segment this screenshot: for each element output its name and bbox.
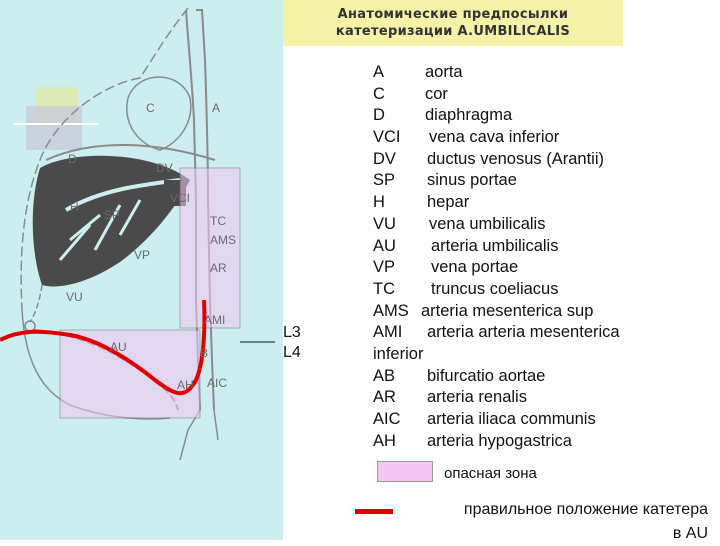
catheter-key-line [355, 509, 393, 514]
label-vu: VU [66, 290, 83, 304]
legend-term: arteria mesenterica sup [421, 301, 594, 320]
legend-term: vena cava inferior [429, 128, 560, 147]
legend-term-continuation: inferior [373, 345, 424, 364]
label-c: C [146, 101, 155, 115]
iliac-branch-right [213, 409, 219, 441]
vessel-branch-1 [69, 213, 101, 242]
legend-term: arteria renalis [427, 388, 527, 407]
legend-term: vena portae [431, 258, 519, 277]
label-ah: AH [177, 378, 194, 392]
umbilicus [24, 320, 36, 332]
catheter-key-line-2: в AU [672, 525, 708, 542]
diaphragm-line [45, 144, 216, 161]
legend-term: bifurcatio aortae [427, 366, 546, 385]
label-aic: AIC [207, 376, 227, 390]
level-l3: L3 [283, 324, 301, 341]
vessel-branch-4 [118, 199, 142, 236]
label-dv: DV [156, 161, 173, 175]
legend-term: aorta [425, 63, 463, 81]
vessel-branch-3 [58, 224, 92, 261]
label-ams: AMS [210, 233, 236, 247]
title-line-1: Анатомические предпосылки [337, 7, 569, 22]
legend-term: arteria iliaca communis [427, 410, 596, 428]
anatomy-diagram: C A D DV H VCI SP TC AMS VP AR VU AMI AU… [0, 7, 275, 461]
legend-abbr: SP [373, 171, 396, 190]
label-vci: VCI [170, 191, 190, 205]
legend-term: hepar [427, 193, 470, 212]
label-ami: AMI [204, 313, 225, 327]
danger-zone-label: опасная зона [444, 465, 537, 482]
danger-zone-lower [59, 329, 201, 419]
body-outline-upper [20, 7, 189, 311]
level-l4: L4 [283, 344, 301, 361]
label-tc: TC [210, 214, 226, 228]
danger-zone-swatch [377, 461, 433, 482]
legend-term: sinus portae [427, 171, 517, 190]
legend-term: truncus coeliacus [431, 279, 559, 298]
legend-abbr: C [373, 84, 385, 103]
catheter-key-label: правильное положение катетера в AU [388, 498, 708, 546]
legend-abbr: DV [373, 149, 396, 168]
legend-term: cor [425, 84, 448, 103]
label-sp: SP [104, 208, 120, 222]
legend-term: vena umbilicalis [429, 214, 546, 233]
legend-abbr: AMS [373, 301, 409, 320]
legend-abbr: VP [373, 258, 396, 277]
title-line-2: катетеризации A.UMBILICALIS [335, 24, 571, 39]
legend-abbr: AH [373, 431, 396, 450]
legend-abbr: D [373, 106, 385, 125]
legend-term: arteria hypogastrica [427, 431, 572, 450]
legend-term: arteria arteria mesenterica [427, 323, 620, 342]
label-d: D [68, 152, 77, 166]
legend-abbr: TC [373, 279, 395, 298]
legend-abbr: AR [373, 388, 396, 407]
label-h: H [70, 200, 79, 214]
vertebral-levels: L3 L4 [283, 323, 301, 363]
label-au: AU [110, 340, 127, 354]
label-a: A [212, 101, 220, 115]
legend-term: ductus venosus (Arantii) [427, 149, 604, 168]
legend-term: arteria umbilicalis [431, 236, 559, 255]
legend-abbr: A [373, 63, 385, 81]
label-b: B [200, 346, 208, 360]
title-box: Анатомические предпосылки катетеризации … [283, 0, 623, 46]
umbilical-vein [29, 284, 43, 323]
legend-abbr: VU [373, 214, 396, 233]
legend-abbr: H [373, 193, 385, 212]
danger-zone-upper [179, 167, 241, 329]
legend-abbr: AU [373, 236, 396, 255]
legend-abbr: AMI [373, 323, 403, 342]
catheter-key-line-1: правильное положение катетера [463, 501, 708, 518]
legend-abbr: AB [373, 366, 396, 385]
label-vp: VP [134, 248, 150, 262]
catheter-path [0, 299, 207, 396]
legend-abbr: VCI [373, 128, 401, 147]
heart-outline [126, 76, 192, 151]
legend-term: diaphragma [425, 106, 513, 125]
vessel-branch-2 [93, 204, 122, 251]
label-ar: AR [210, 261, 227, 275]
legend-abbr: AIC [373, 410, 401, 428]
